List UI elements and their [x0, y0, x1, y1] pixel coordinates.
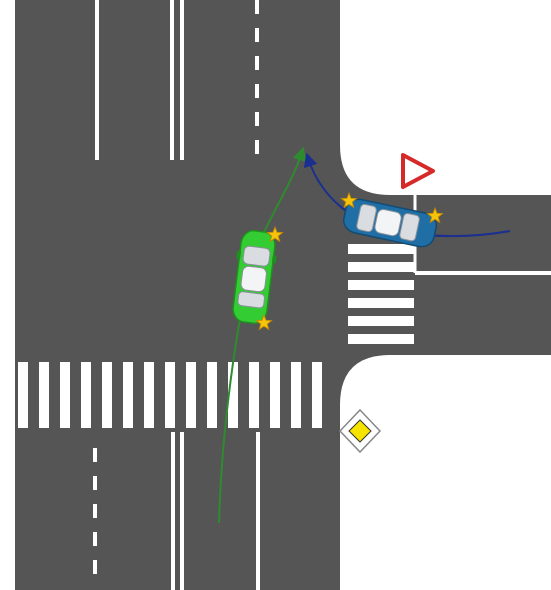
crosswalk-main — [18, 362, 322, 428]
blue-car — [342, 198, 438, 248]
yield-sign-icon — [401, 153, 435, 189]
priority-road-sign-icon — [338, 408, 382, 454]
corner-top — [340, 145, 390, 195]
vertical-road — [15, 0, 340, 590]
lane-markings-lower — [93, 432, 260, 590]
crosswalk-side — [348, 244, 414, 344]
green-car — [232, 229, 277, 325]
lane-markings-upper — [95, 0, 259, 160]
corner-bottom — [340, 355, 390, 405]
